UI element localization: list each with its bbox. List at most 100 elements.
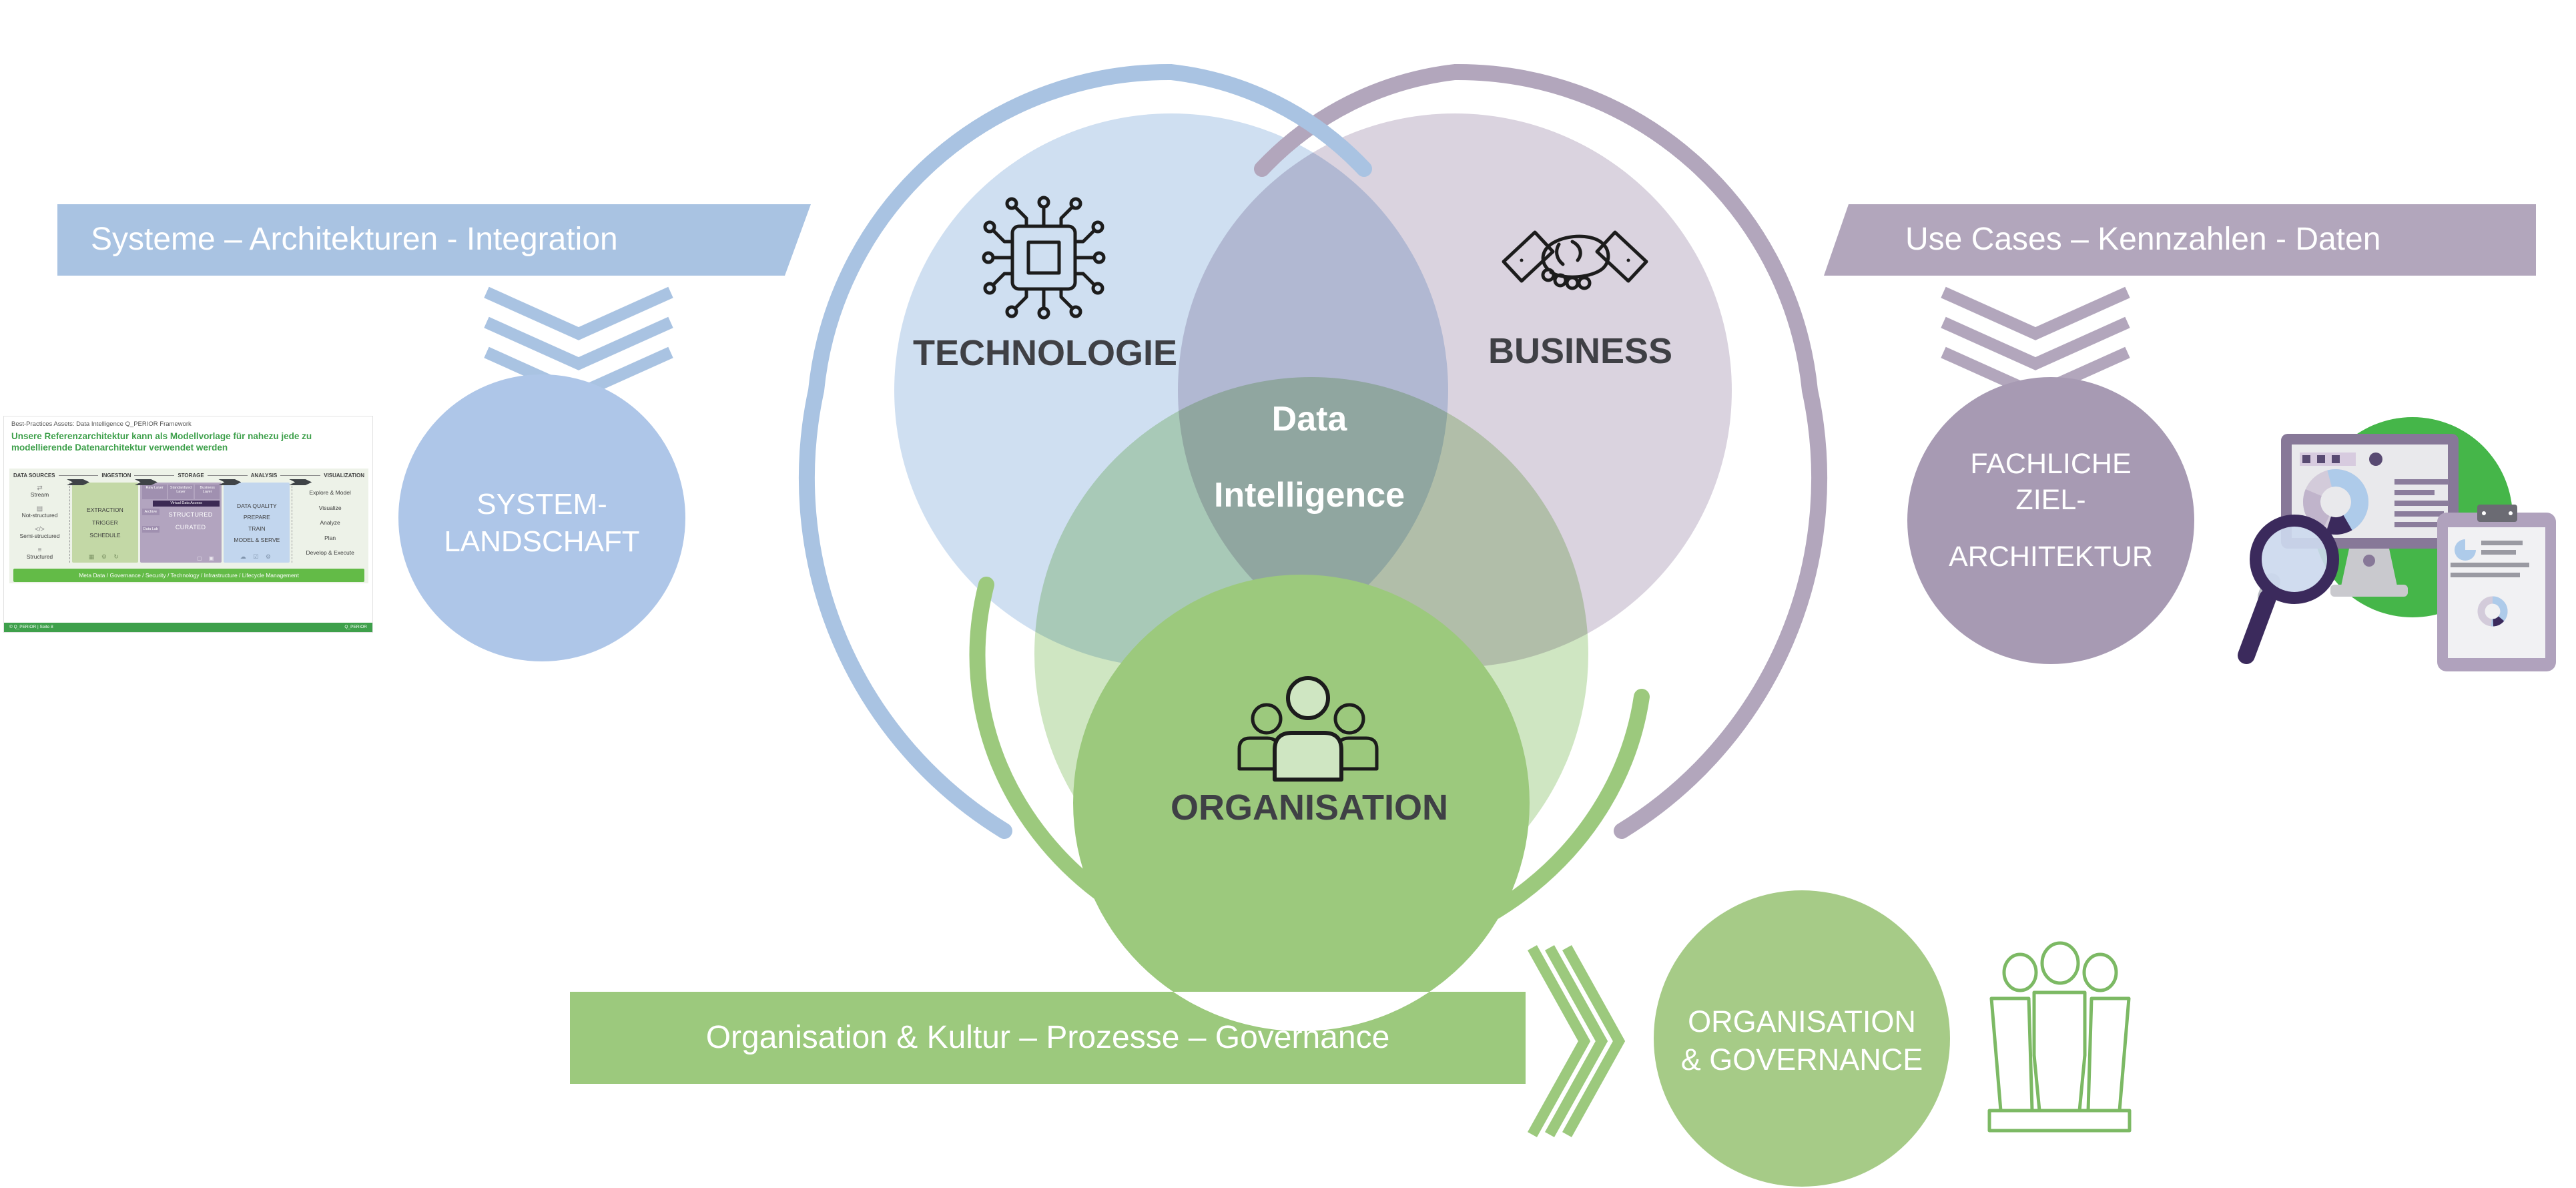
- team-outline-icon: [1987, 941, 2132, 1133]
- system-landschaft-line1: SYSTEM-: [476, 488, 607, 521]
- bubble-organisation-governance: [1654, 890, 1950, 1187]
- thumbnail-title: Unsere Referenzarchitektur kann als Mode…: [11, 431, 312, 453]
- center-title-line1: Data: [1271, 400, 1347, 438]
- header-dash: [58, 475, 99, 476]
- right-banner-shape: [1824, 204, 2536, 276]
- left-banner-shape: [57, 204, 811, 276]
- storage-icons: ▢ ▣: [197, 555, 217, 561]
- right-banner: Use Cases – Kennzahlen - Daten: [1849, 204, 2576, 276]
- storage-layers: Raw Layer Standardized Layer Business La…: [141, 485, 220, 499]
- fachliche-line2: ZIEL-: [2015, 484, 2086, 516]
- structured-icon: ≡: [37, 546, 42, 554]
- analytics-illustration: [2238, 417, 2556, 671]
- source-item: ▤ Not-structured: [12, 505, 67, 519]
- reference-architecture-thumbnail: Best-Practices Assets: Data Intelligence…: [3, 416, 373, 633]
- chip-icon: [982, 196, 1106, 320]
- flow-arrow-icon: [67, 479, 90, 485]
- header-dash: [280, 475, 321, 476]
- pipeline-panel: DATA SOURCES INGESTION STORAGE ANALYSIS …: [9, 469, 368, 583]
- chevron-right-green-icon: [1528, 945, 1626, 1137]
- storage-side-column: Archive Data Lab: [141, 509, 159, 533]
- data-sources-column: ⇄ Stream ▤ Not-structured </> Semi-struc…: [12, 483, 67, 563]
- organisation-label: ORGANISATION: [1171, 788, 1448, 828]
- ring-blue: [798, 63, 1372, 839]
- visualization-item: Explore & Model: [309, 489, 351, 496]
- storage-main-item: STRUCTURED: [168, 511, 213, 518]
- dashed-separator: [69, 483, 71, 563]
- storage-layer: Business Layer: [194, 485, 220, 499]
- virtual-data-access-bar: Virtual Data Access: [152, 501, 220, 507]
- system-landschaft-line2: LANDSCHAFT: [444, 525, 640, 558]
- thumbnail-footer-left: © Q_PERIOR | Seite 8: [9, 625, 53, 629]
- left-banner: Systeme – Architekturen - Integration: [57, 204, 818, 276]
- ingestion-box: EXTRACTION TRIGGER SCHEDULE ▦ ⚙ ↻: [67, 479, 138, 563]
- analysis-item: PREPARE: [243, 513, 270, 521]
- center-title-line2: Intelligence: [1213, 476, 1405, 515]
- bubble-systemlandschaft: [398, 374, 685, 661]
- stream-icon: ⇄: [37, 485, 43, 492]
- ingestion-icons: ▦ ⚙ ↻: [88, 553, 121, 560]
- header-ingestion: INGESTION: [101, 473, 131, 479]
- flow-arrow-icon: [218, 479, 242, 485]
- visualization-item: Visualize: [318, 504, 342, 511]
- business-label: BUSINESS: [1488, 331, 1673, 371]
- source-item: ≡ Structured: [12, 547, 67, 560]
- storage-body: Archive Data Lab STRUCTURED CURATED: [141, 509, 220, 533]
- visualization-item: Develop & Execute: [306, 549, 354, 556]
- header-dash: [134, 475, 175, 476]
- ingestion-item: EXTRACTION: [87, 507, 123, 513]
- ingestion-item: TRIGGER: [92, 519, 118, 526]
- header-storage: STORAGE: [178, 473, 204, 479]
- handshake-icon: [1502, 230, 1648, 290]
- clipboard-icon: [2437, 505, 2556, 671]
- header-analysis: ANALYSIS: [250, 473, 278, 479]
- fachliche-line3: ARCHITEKTUR: [1949, 541, 2153, 573]
- org-governance-line1: ORGANISATION: [1688, 1004, 1916, 1038]
- bottom-banner-label: Organisation & Kultur – Prozesse – Gover…: [705, 1019, 1390, 1055]
- analysis-item: DATA QUALITY: [237, 502, 277, 509]
- analysis-box: DATA QUALITY PREPARE TRAIN MODEL & SERVE…: [218, 479, 290, 563]
- visualization-item: Analyze: [320, 519, 340, 526]
- storage-box: Raw Layer Standardized Layer Business La…: [134, 479, 222, 563]
- flow-arrow-icon: [134, 479, 157, 485]
- right-banner-label: Use Cases – Kennzahlen - Daten: [1905, 222, 2381, 258]
- thumbnail-footer: © Q_PERIOR | Seite 8 Q_PERIOR: [4, 623, 372, 632]
- visualization-column: Explore & Model Visualize Analyze Plan D…: [289, 479, 366, 563]
- bubble-fachliche-zielarchitektur: [1907, 377, 2194, 664]
- fachliche-ziel-label: FACHLICHE ZIEL- ARCHITEKTUR: [1884, 446, 2218, 575]
- storage-side-item: Data Lab: [141, 526, 159, 533]
- org-governance-line2: & GOVERNANCE: [1680, 1043, 1923, 1077]
- pipeline-headers: DATA SOURCES INGESTION STORAGE ANALYSIS …: [13, 471, 364, 480]
- not-structured-icon: ▤: [36, 505, 43, 513]
- system-landschaft-label: SYSTEM- LANDSCHAFT: [375, 486, 709, 561]
- source-item: </> Semi-structured: [12, 525, 67, 539]
- people-icon: [1237, 676, 1379, 782]
- storage-main-item: CURATED: [175, 523, 206, 531]
- ingestion-item: SCHEDULE: [89, 532, 121, 539]
- flow-arrow-icon: [289, 479, 312, 485]
- storage-layer: Standardized Layer: [168, 485, 194, 499]
- ring-purple: [1254, 63, 1828, 839]
- semi-structured-icon: </>: [35, 525, 45, 533]
- analysis-item: TRAIN: [248, 525, 266, 532]
- header-visualization: VISUALIZATION: [324, 473, 364, 479]
- storage-side-item: Archive: [141, 509, 159, 516]
- analysis-icons: ☁ ☑ ⚙: [240, 553, 274, 560]
- storage-layer: Raw Layer: [141, 485, 168, 499]
- thumbnail-kicker: Best-Practices Assets: Data Intelligence…: [11, 420, 192, 428]
- header-dash: [207, 475, 248, 476]
- visualization-item: Plan: [324, 534, 336, 541]
- governance-band: Meta Data / Governance / Security / Tech…: [13, 569, 364, 582]
- header-data-sources: DATA SOURCES: [13, 473, 55, 479]
- source-item: ⇄ Stream: [12, 485, 67, 498]
- storage-main: STRUCTURED CURATED: [162, 509, 220, 533]
- thumbnail-footer-right: Q_PERIOR: [344, 625, 367, 629]
- org-governance-label: ORGANISATION & GOVERNANCE: [1635, 1002, 1969, 1079]
- technologie-label: TECHNOLOGIE: [912, 333, 1177, 373]
- pipeline-boxes: ⇄ Stream ▤ Not-structured </> Semi-struc…: [12, 479, 366, 563]
- magnifier-icon: [2238, 515, 2339, 664]
- bottom-banner: Organisation & Kultur – Prozesse – Gover…: [570, 992, 1526, 1084]
- left-banner-label: Systeme – Architekturen - Integration: [91, 222, 618, 258]
